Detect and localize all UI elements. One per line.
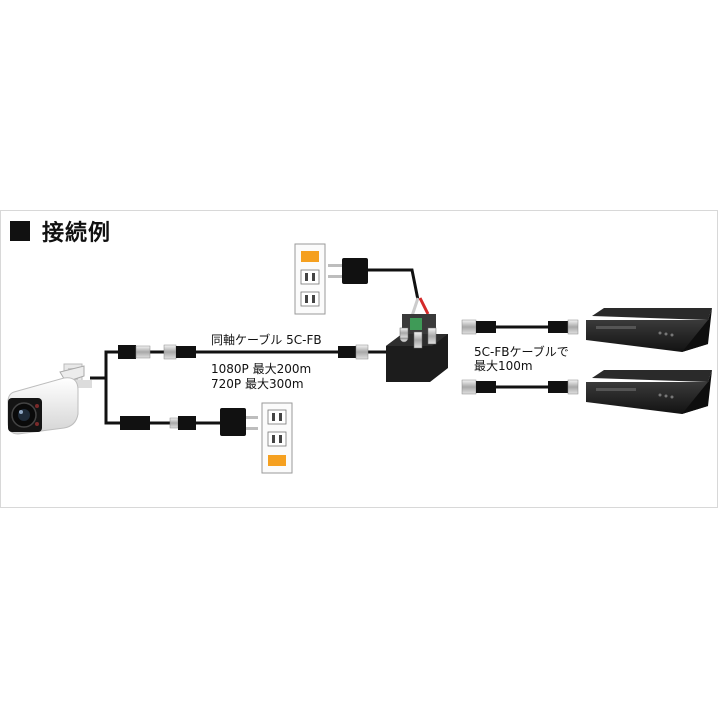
output-cable-label-line2: 最大100m [474, 359, 533, 373]
power-plug-icon [328, 258, 368, 284]
section-heading: 接続例 [10, 218, 112, 246]
distributor-power-cable [368, 268, 420, 301]
output-connector-1-right-icon [548, 319, 579, 335]
camera-power-connector-icon [120, 416, 150, 430]
range-720p-label: 720P 最大300m [211, 377, 304, 391]
output-cable-label-line1: 5C-FBケーブルで [474, 345, 569, 359]
power-wires-icon [410, 297, 430, 317]
wall-outlet-top-icon [294, 243, 326, 315]
coax-cable-label: 同軸ケーブル 5C-FB [211, 333, 322, 347]
output-connector-1-left-icon [461, 319, 496, 335]
cables [90, 268, 548, 425]
output-connector-2-right-icon [548, 379, 579, 395]
coax-bnc-connector-left-icon [163, 344, 196, 360]
camera-bnc-connector-icon [118, 345, 151, 359]
ac-adapter-icon [220, 408, 258, 436]
power-dc-plug-icon [169, 416, 196, 430]
coax-bnc-connector-right-icon [338, 344, 369, 360]
camera-split-cable [90, 350, 122, 425]
range-1080p-label: 1080P 最大200m [211, 362, 312, 376]
wall-outlet-bottom-icon [261, 402, 293, 474]
output-connector-2-left-icon [461, 379, 496, 395]
recorder-2-icon [586, 370, 712, 414]
video-distributor-icon [386, 314, 448, 382]
heading-title: 接続例 [42, 221, 112, 246]
bullet-camera-icon [7, 363, 92, 435]
recorder-1-icon [586, 308, 712, 352]
heading-square-icon [10, 221, 30, 241]
